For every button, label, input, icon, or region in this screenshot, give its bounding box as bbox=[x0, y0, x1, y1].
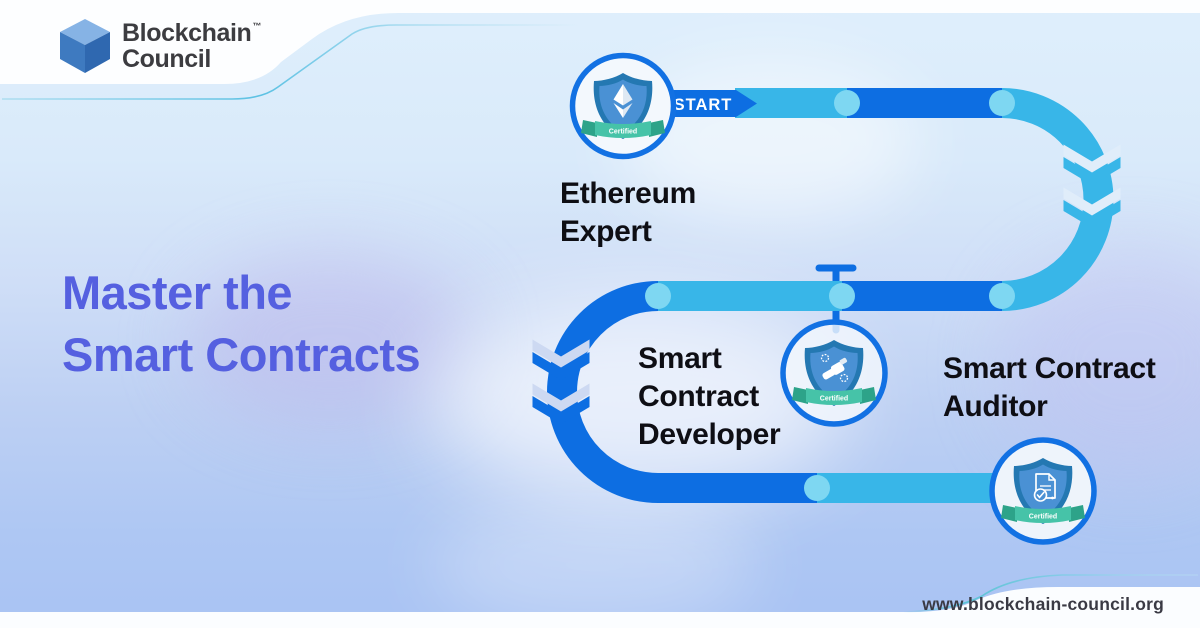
brand-name-line2: Council bbox=[122, 45, 211, 73]
bottom-white-panel bbox=[0, 587, 1200, 628]
step-label-line: Smart bbox=[638, 342, 722, 375]
audit-document-icon bbox=[1033, 473, 1056, 502]
badge-smart-contract-developer: Certified bbox=[780, 319, 888, 427]
certified-ribbon-label: Certified bbox=[1029, 514, 1057, 521]
background-blob bbox=[430, 500, 760, 628]
step-label-smart-contract-auditor: Smart Contract Auditor bbox=[943, 350, 1156, 426]
badge-smart-contract-auditor: Certified bbox=[989, 437, 1097, 545]
start-tag: START bbox=[668, 90, 757, 117]
website-url: www.blockchain-council.org bbox=[922, 594, 1164, 614]
background-blob bbox=[430, 300, 850, 500]
step-label-line: Developer bbox=[638, 418, 781, 451]
certified-ribbon-label: Certified bbox=[820, 396, 848, 403]
brand-logo: Blockchain™ Council bbox=[60, 18, 261, 74]
background-blob bbox=[190, 255, 470, 425]
top-white-panel bbox=[0, 0, 1200, 84]
headline-line2: Smart Contracts bbox=[62, 328, 421, 381]
headline: Master the Smart Contracts bbox=[62, 262, 421, 386]
path-nodes bbox=[645, 90, 1015, 501]
arrow-down-left-curve bbox=[532, 339, 590, 424]
ethereum-icon bbox=[613, 84, 633, 118]
step-label-smart-contract-developer: Smart Contract Developer bbox=[638, 340, 781, 454]
step-label-line: Ethereum bbox=[560, 177, 696, 210]
cube-icon bbox=[60, 19, 110, 73]
decorative-line-bottom bbox=[902, 574, 1198, 613]
brand-name-line1: Blockchain bbox=[122, 19, 252, 47]
step-label-line: Contract bbox=[638, 380, 759, 413]
badge-ethereum-expert: Certified bbox=[569, 52, 677, 160]
decorative-line-top bbox=[2, 24, 580, 100]
start-label: START bbox=[674, 96, 733, 114]
step-label-line: Smart Contract bbox=[943, 352, 1156, 385]
arrow-down-right-curve bbox=[1063, 144, 1121, 228]
step-label-ethereum-expert: Ethereum Expert bbox=[560, 175, 696, 251]
headline-line1: Master the bbox=[62, 266, 293, 319]
step-label-line: Auditor bbox=[943, 390, 1048, 423]
certified-ribbon-label: Certified bbox=[609, 129, 637, 136]
brand-name: Blockchain™ Council bbox=[122, 19, 261, 73]
step-label-line: Expert bbox=[560, 215, 652, 248]
handshake-icon bbox=[820, 353, 849, 383]
trademark-symbol: ™ bbox=[252, 21, 261, 31]
